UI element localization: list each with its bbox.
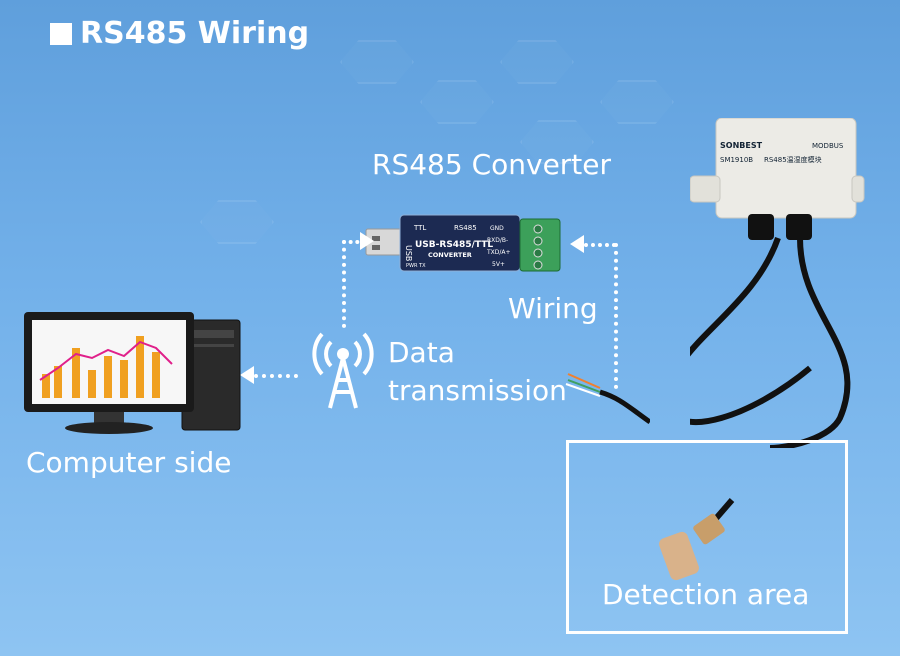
sensor-device: SONBEST MODBUS SM1910B RS485温湿度模块 xyxy=(690,118,865,448)
sensor-brand: SONBEST xyxy=(720,141,763,150)
cable-gland xyxy=(786,214,812,240)
cable xyxy=(690,237,812,425)
arrow-right-icon xyxy=(360,232,374,250)
sensor-desc: RS485温湿度模块 xyxy=(764,155,822,164)
hex-decoration xyxy=(500,40,574,84)
cable-gland xyxy=(748,214,774,240)
ttl-text: TTL xyxy=(413,224,426,232)
arrow-left-icon xyxy=(240,366,254,384)
usb-slot xyxy=(372,245,380,250)
data-transmission-label-line1: Data xyxy=(388,336,455,369)
dotted-line xyxy=(254,374,298,378)
converter-label: RS485 Converter xyxy=(372,148,612,181)
wiring-label: Wiring xyxy=(508,292,598,325)
hex-decoration xyxy=(420,80,494,124)
converter-name: USB-RS485/TTL xyxy=(415,240,493,250)
sensor-protocol: MODBUS xyxy=(812,142,844,150)
sensor-box xyxy=(715,118,857,219)
terminal-screw xyxy=(533,224,543,234)
data-transmission-label-line2: transmission xyxy=(388,374,567,407)
terminal-screw xyxy=(533,260,543,270)
pin-label: 5V+ xyxy=(492,261,505,268)
detection-area-box xyxy=(566,440,848,634)
detection-area-label: Detection area xyxy=(602,578,810,611)
led-text: PWR TX xyxy=(406,263,426,269)
terminal-screw xyxy=(533,248,543,258)
dotted-line xyxy=(584,243,616,247)
usb-slot xyxy=(372,236,380,241)
computer-icon xyxy=(24,312,241,434)
computer-side-label: Computer side xyxy=(26,446,232,479)
dotted-line xyxy=(342,240,366,244)
pin-label: TXD/A+ xyxy=(486,249,511,256)
antenna-icon xyxy=(312,332,374,409)
page-title: RS485 Wiring xyxy=(50,16,309,51)
hex-decoration xyxy=(520,120,594,164)
hex-decoration xyxy=(600,80,674,124)
cable xyxy=(769,237,851,448)
hex-decoration xyxy=(340,40,414,84)
pin-label: RXD/B- xyxy=(487,237,508,244)
dotted-line xyxy=(342,240,346,328)
usb-converter: USB TTL RS485 USB-RS485/TTL CONVERTER PW… xyxy=(365,214,561,272)
terminal-screw xyxy=(533,236,543,246)
converter-sub: CONVERTER xyxy=(428,251,472,259)
sensor-model: SM1910B xyxy=(720,156,753,164)
usb-text: USB xyxy=(404,245,413,261)
title-square-icon xyxy=(50,22,72,45)
sensor-probe xyxy=(659,498,735,581)
hex-decoration xyxy=(200,200,274,244)
pin-label: GND xyxy=(490,225,504,232)
dotted-line xyxy=(614,243,618,389)
title-text: RS485 Wiring xyxy=(80,16,310,51)
arrow-left-icon xyxy=(570,235,584,253)
rs485-text: RS485 xyxy=(454,224,477,232)
wire-ends xyxy=(565,373,650,425)
